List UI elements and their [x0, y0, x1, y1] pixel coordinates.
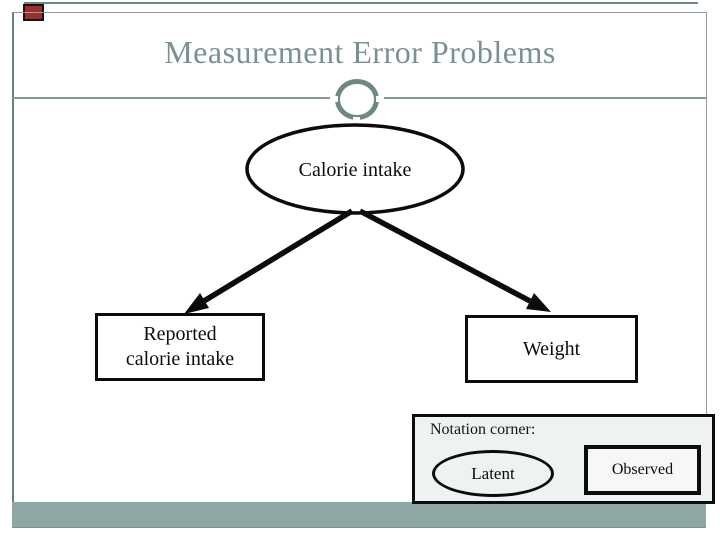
- page-title: Measurement Error Problems: [164, 34, 556, 70]
- slide-frame-border: [12, 12, 707, 502]
- notation-corner-panel: Notation corner: Latent Observed: [412, 414, 715, 504]
- top-accent-rule: [24, 2, 698, 4]
- node-weight: Weight: [465, 315, 638, 383]
- ring-notch-right: [376, 96, 380, 102]
- ring-ornament-icon: [334, 79, 380, 121]
- left-arrow-connector: [184, 208, 354, 314]
- bottom-accent-bar: [12, 502, 706, 528]
- node-reported-calorie-intake: Reported calorie intake: [95, 313, 265, 381]
- notation-corner-heading: Notation corner:: [430, 421, 536, 438]
- ring-notch-bottom: [353, 117, 360, 121]
- latent-node-ellipse: [245, 123, 465, 215]
- right-arrow-connector: [358, 208, 551, 312]
- legend-latent-ellipse: Latent: [432, 450, 554, 497]
- legend-observed-rect: Observed: [584, 445, 701, 495]
- latent-node-label: Calorie intake: [298, 159, 412, 181]
- ring-notch-left: [334, 96, 338, 102]
